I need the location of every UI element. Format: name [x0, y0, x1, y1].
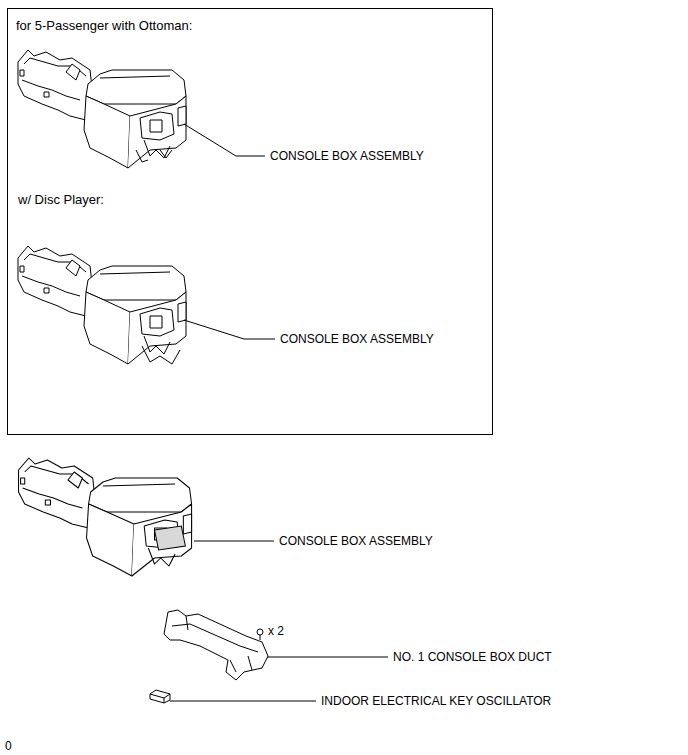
page-mark: 0 [5, 739, 12, 753]
part-label: CONSOLE BOX ASSEMBLY [279, 534, 433, 548]
part-label: NO. 1 CONSOLE BOX DUCT [393, 650, 552, 664]
quantity-note: x 2 [268, 624, 284, 638]
variant-frame: for 5-Passenger with Ottoman: w/ Disc Pla… [7, 8, 493, 435]
console-box-drawing [18, 50, 186, 168]
duct-drawing [164, 610, 268, 680]
console-box-drawing [18, 246, 186, 364]
console-box-drawing [19, 458, 192, 576]
part-label: CONSOLE BOX ASSEMBLY [280, 332, 434, 346]
part-label: INDOOR ELECTRICAL KEY OSCILLATOR [321, 694, 551, 708]
part-label: CONSOLE BOX ASSEMBLY [270, 149, 424, 163]
variant-heading: w/ Disc Player: [18, 192, 104, 207]
variant-heading: for 5-Passenger with Ottoman: [16, 18, 192, 33]
oscillator-drawing [150, 690, 170, 703]
leader-line [170, 124, 388, 701]
